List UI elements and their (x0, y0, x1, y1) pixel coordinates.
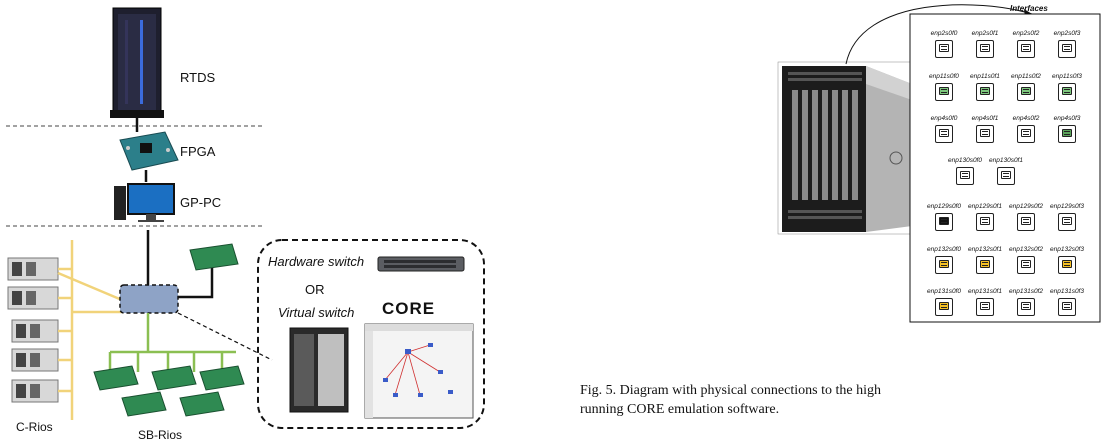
ethernet-port-icon (1058, 298, 1076, 316)
ethernet-port-icon (997, 167, 1015, 185)
interface-label: enp131s0f3 (1050, 288, 1084, 295)
hardware-switch-device (377, 256, 465, 272)
left-diagram: RTDS FPGA GP-PC Hardware switch OR Virtu… (6, 7, 485, 442)
interface-label: enp2s0f1 (971, 30, 999, 37)
ethernet-port-icon (1058, 125, 1076, 143)
ethernet-port-icon (976, 298, 994, 316)
interface-label: enp11s0f0 (929, 73, 959, 80)
interface-label: enp4s0f3 (1053, 115, 1081, 122)
ethernet-port-icon (935, 125, 953, 143)
ethernet-port-icon (1058, 213, 1076, 231)
core-screenshot (364, 323, 474, 419)
ethernet-port-icon (1017, 213, 1035, 231)
interface-label: enp132s0f3 (1050, 246, 1084, 253)
rtds-cabinet (110, 7, 164, 118)
interface-label: enp130s0f0 (948, 157, 982, 164)
hardware-switch-label: Hardware switch (268, 254, 365, 269)
figure-caption-line1: Fig. 5. Diagram with physical connection… (580, 383, 881, 398)
sb-rios-bus (108, 313, 236, 372)
ethernet-port-icon (1017, 256, 1035, 274)
ethernet-port-icon (935, 213, 953, 231)
figure-caption-line2: running CORE emulation software. (580, 402, 780, 417)
interface-label: enp131s0f2 (1009, 288, 1043, 295)
ethernet-port-icon (1058, 256, 1076, 274)
interface-label: enp132s0f2 (1009, 246, 1043, 253)
ethernet-port-icon (1017, 298, 1035, 316)
switch-options-region (257, 239, 485, 429)
ethernet-port-icon (935, 298, 953, 316)
right-diagram: Interfaces enp2s0f0 enp2s0f1 enp2s0f2 enp2s… (560, 0, 1102, 442)
interfaces-title: Interfaces (1010, 4, 1048, 13)
interface-label: enp131s0f0 (927, 288, 961, 295)
fpga-label: FPGA (180, 144, 216, 159)
interface-label: enp131s0f1 (968, 288, 1002, 295)
ethernet-port-icon (935, 83, 953, 101)
virtual-switch-server (289, 327, 349, 413)
interface-label: enp11s0f2 (1011, 73, 1041, 80)
ethernet-port-icon (976, 256, 994, 274)
ethernet-port-icon (976, 83, 994, 101)
server-tower (777, 61, 917, 235)
ethernet-port-icon (1058, 40, 1076, 58)
interface-label: enp2s0f3 (1053, 30, 1081, 37)
ethernet-port-icon (1017, 83, 1035, 101)
interface-label: enp11s0f3 (1052, 73, 1082, 80)
interface-label: enp129s0f1 (968, 203, 1002, 210)
fpga-board (119, 131, 179, 171)
interface-label: enp129s0f0 (927, 203, 961, 210)
ethernet-port-icon (1017, 125, 1035, 143)
interface-label: enp11s0f1 (970, 73, 1000, 80)
ethernet-port-icon (935, 256, 953, 274)
ethernet-port-icon (956, 167, 974, 185)
interface-label: enp2s0f0 (930, 30, 958, 37)
interface-label: enp129s0f3 (1050, 203, 1084, 210)
gppc-label: GP-PC (180, 195, 222, 210)
ethernet-port-icon (1058, 83, 1076, 101)
interface-label: enp4s0f1 (971, 115, 999, 122)
interface-label: enp2s0f2 (1012, 30, 1040, 37)
ethernet-port-icon (1017, 40, 1035, 58)
interface-label: enp132s0f1 (968, 246, 1002, 253)
ethernet-port-icon (935, 40, 953, 58)
core-logo: CORE (382, 299, 436, 318)
interface-label: enp4s0f0 (930, 115, 958, 122)
gppc-computer (114, 183, 175, 222)
sb-rios-boards (93, 365, 245, 417)
interface-label: enp132s0f0 (927, 246, 961, 253)
c-rios-bus (57, 240, 123, 420)
virtual-switch-label: Virtual switch (278, 305, 355, 320)
or-label: OR (305, 282, 325, 297)
switch-box (119, 284, 179, 314)
c-rios-devices (7, 257, 59, 403)
ethernet-port-icon (976, 213, 994, 231)
sb-rios-label: SB-Rios (138, 428, 183, 442)
c-rios-label: C-Rios (16, 420, 53, 434)
interface-label: enp129s0f2 (1009, 203, 1043, 210)
rtds-label: RTDS (180, 70, 216, 85)
interface-label: enp4s0f2 (1012, 115, 1040, 122)
ethernet-port-icon (976, 40, 994, 58)
left-diagram-graphics (6, 7, 485, 429)
ethernet-port-icon (976, 125, 994, 143)
interface-label: enp130s0f1 (989, 157, 1023, 164)
